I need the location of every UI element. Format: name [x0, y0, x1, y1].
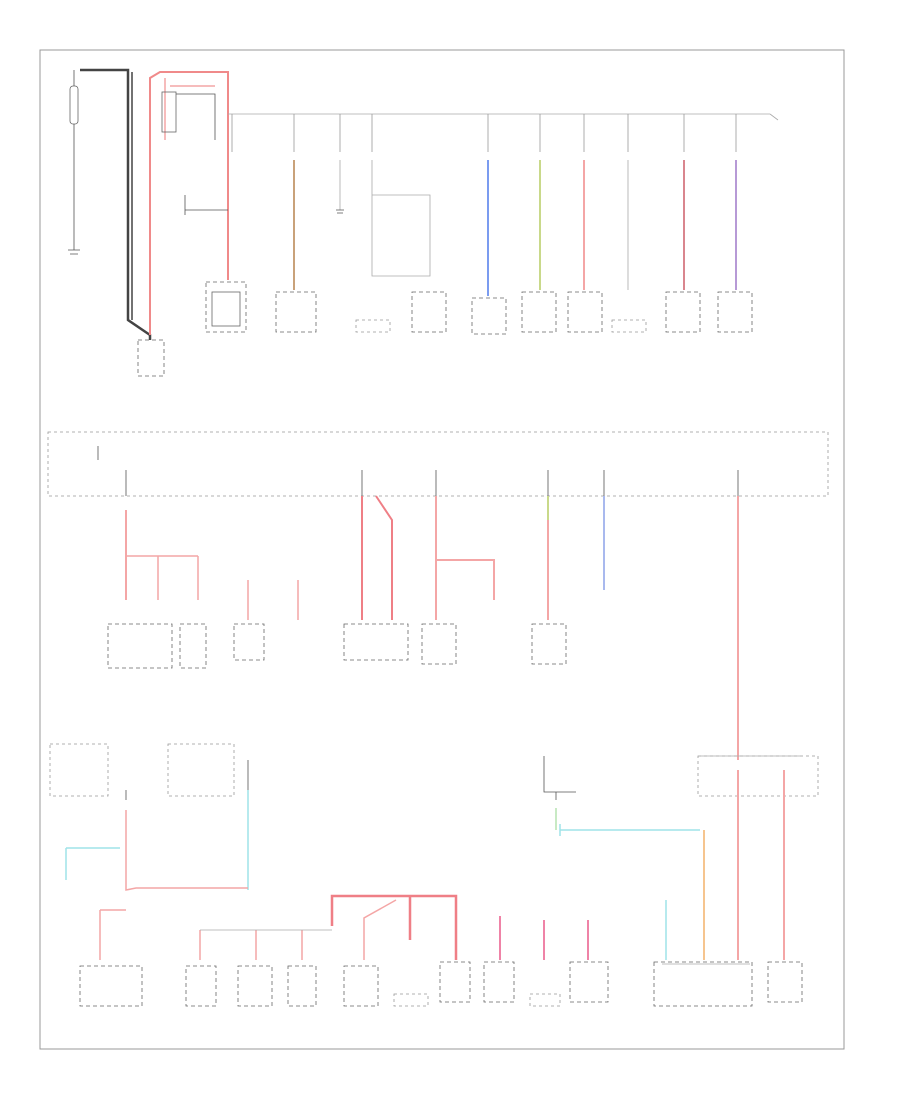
wire-red-mid-5 — [435, 496, 495, 620]
wire-ground-top-1 — [336, 209, 344, 214]
wire-bus-bottom — [200, 755, 800, 965]
comp-mid-4 — [343, 623, 409, 661]
wire-top-misc — [176, 93, 228, 215]
comp-top-6 — [567, 291, 603, 333]
wire-pink-bottom-3 — [199, 930, 303, 960]
comp-bot-12 — [767, 961, 803, 1003]
wire-bottom-stubs — [125, 756, 576, 800]
comp-top-2 — [355, 319, 391, 333]
wire-red-mid-3 — [247, 580, 299, 620]
fuse-drops-top — [231, 114, 737, 152]
box-bottom-2 — [167, 743, 235, 797]
middle-section — [47, 431, 829, 760]
comp-top-5 — [521, 291, 557, 333]
wire-pink-bottom-1 — [125, 810, 248, 891]
comp-bot-9 — [529, 993, 561, 1007]
starter-motor — [137, 339, 165, 377]
comp-bot-7 — [439, 961, 471, 1003]
comp-top-4 — [471, 297, 507, 335]
wire-cyan-1 — [65, 847, 120, 880]
wire-gray-misc-top — [339, 160, 629, 290]
box-bottom-1 — [49, 743, 109, 797]
comp-mid-1 — [107, 623, 173, 669]
comp-bot-8 — [483, 961, 515, 1003]
comp-top-3 — [411, 291, 447, 333]
box-bottom-3 — [697, 755, 819, 797]
bus-top-right-end — [769, 113, 779, 121]
wire-cyan-3 — [559, 824, 700, 836]
wire-red-branch — [164, 78, 215, 140]
comp-bot-3 — [237, 965, 273, 1007]
fuse-stubs-mid — [97, 446, 739, 496]
wire-pink-bottom-4 — [363, 899, 397, 960]
comp-bot-2 — [185, 965, 217, 1007]
comp-top-9 — [717, 291, 753, 333]
starter-relay-inner — [211, 291, 241, 327]
starter-relay — [205, 281, 247, 333]
outer-frame — [39, 49, 845, 1050]
comp-mid-5 — [421, 623, 457, 665]
comp-top-8 — [665, 291, 701, 333]
comp-bot-4 — [287, 965, 317, 1007]
wire-pink-bottom-2 — [99, 909, 126, 960]
bottom-section — [49, 743, 819, 1007]
comp-bot-10 — [569, 961, 609, 1003]
wire-battery-red — [149, 71, 229, 335]
wire-pink-thick — [330, 894, 458, 960]
comp-bot-11 — [653, 961, 753, 1007]
wire-red-mid-2 — [126, 555, 199, 600]
fusible-link — [69, 85, 79, 125]
top-section — [68, 68, 779, 377]
wire-pinkred-1 — [499, 916, 589, 960]
wire-battery-black — [80, 68, 152, 340]
comp-bot-6 — [393, 993, 429, 1007]
relay-box-top — [161, 91, 177, 133]
comp-mid-6 — [531, 623, 567, 665]
comp-mid-2 — [179, 623, 207, 669]
comp-mid-3 — [233, 623, 265, 661]
wire-red-mid-4 — [361, 495, 393, 620]
comp-bot-5 — [343, 965, 379, 1007]
wire-battery-ground — [68, 70, 80, 255]
power-distribution-box-mid — [47, 431, 829, 497]
comp-top-1 — [275, 291, 317, 333]
wire-pink-bottom-5 — [737, 770, 785, 960]
comp-bot-1 — [79, 965, 143, 1007]
comp-top-7 — [611, 319, 647, 333]
